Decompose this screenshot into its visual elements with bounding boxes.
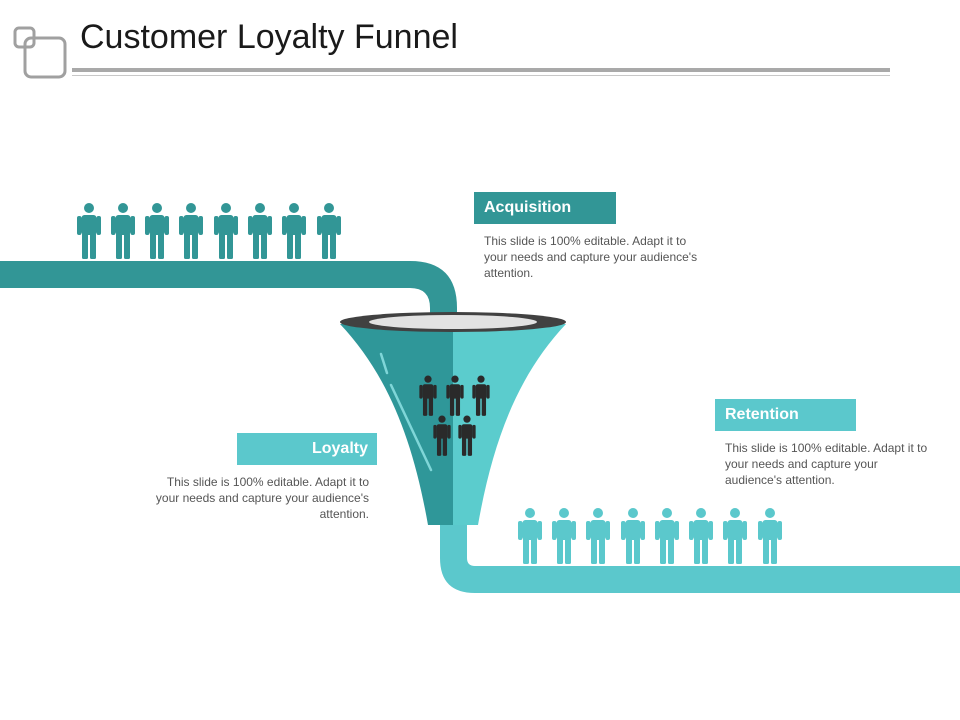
- person-icon: [77, 203, 101, 259]
- overlapping-squares-icon: [13, 26, 67, 79]
- person-icon: [621, 508, 645, 564]
- person-icon: [552, 508, 576, 564]
- title-divider-thin: [72, 75, 890, 76]
- person-icon: [111, 203, 135, 259]
- funnel: [340, 312, 566, 525]
- person-icon: [179, 203, 203, 259]
- person-icon: [317, 203, 341, 259]
- person-icon: [689, 508, 713, 564]
- person-icon: [214, 203, 238, 259]
- loyalty-description: This slide is 100% editable. Adapt it to…: [155, 475, 369, 521]
- retention-people: [518, 508, 782, 564]
- acquisition-label: Acquisition: [474, 192, 616, 224]
- person-icon: [518, 508, 542, 564]
- person-icon: [723, 508, 747, 564]
- acquisition-pipe: [0, 261, 457, 334]
- loyalty-label: Loyalty: [237, 433, 377, 465]
- acquisition-people: [77, 203, 341, 259]
- person-icon: [145, 203, 169, 259]
- person-icon: [586, 508, 610, 564]
- retention-pipe: [440, 510, 960, 593]
- title-divider: [72, 68, 890, 72]
- acquisition-description: This slide is 100% editable. Adapt it to…: [484, 234, 698, 280]
- person-icon: [655, 508, 679, 564]
- retention-label: Retention: [715, 399, 856, 431]
- person-icon: [758, 508, 782, 564]
- person-icon: [282, 203, 306, 259]
- person-icon: [248, 203, 272, 259]
- retention-description: This slide is 100% editable. Adapt it to…: [725, 441, 928, 487]
- slide-title: Customer Loyalty Funnel: [80, 18, 458, 56]
